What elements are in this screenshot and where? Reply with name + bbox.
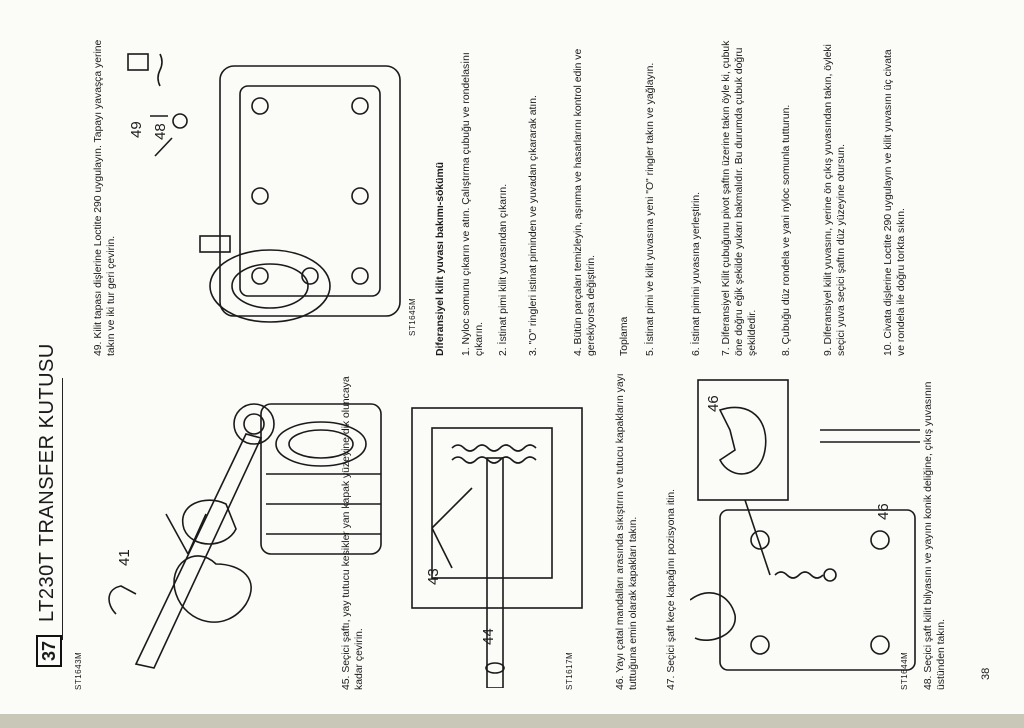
lock-ball (823, 568, 837, 582)
caption-st1645m: ST1645M (408, 297, 417, 336)
step-d2: 2. İstinat pimi kilit yuvasından çıkarın… (498, 183, 509, 356)
housing (719, 509, 916, 671)
footer-page-number: 38 (980, 667, 992, 680)
hand-lower (181, 499, 237, 545)
step-48: 48. Seçici şaft kilit bilyasını ve yayın… (923, 381, 947, 690)
housing-flange-inner (288, 429, 354, 459)
step-d6: 6. İstinat pimini yuvasına yerleştirin. (691, 191, 702, 356)
spring (451, 444, 537, 452)
step-d3: 3. "O" ringleri istinat piminden ve yuva… (528, 95, 539, 356)
callout-46-inset: 46 (705, 395, 722, 412)
page-title: LT230T TRANSFER KUTUSU (36, 343, 58, 622)
step-49: 49. Kilit tapası dişlerine Loctite 290 u… (93, 39, 117, 356)
figure-st1617-selector-shaft (411, 407, 583, 688)
inset-ring (718, 406, 767, 475)
figure-st1645-housing (127, 53, 401, 323)
step-46: 46. Yayı çatal mandalları arasında sıkış… (615, 373, 639, 690)
callout-48: 48 (152, 123, 169, 140)
callout-44: 44 (480, 628, 497, 645)
step-47: 47. Seçici şaft keçe kapağını pozisyona … (666, 489, 677, 690)
output-flange (209, 249, 331, 323)
callout-49: 49 (128, 121, 145, 138)
selector-shaft (486, 457, 504, 688)
fingers (690, 591, 736, 642)
page-number-box: 37 (36, 634, 62, 667)
plug-spring (157, 53, 163, 87)
step-d9: 9. Diferansiyel kilit yuvasını, yerine ö… (823, 44, 847, 356)
step-d8: 8. Çubuğu düz rondela ve yani nyloc somu… (781, 104, 792, 356)
lock-spring (774, 571, 824, 579)
section-diff-lock: Diferansiyel kilit yuvası bakımı-sökümü (434, 36, 459, 356)
side-cover-recess (411, 407, 583, 609)
caption-st1617m: ST1617M (565, 651, 574, 690)
callout-43: 43 (425, 568, 442, 585)
detent-ball (172, 113, 188, 129)
callout-46-main: 46 (875, 503, 892, 520)
section-title: Diferansiyel kilit yuvası bakımı-sökümü (435, 161, 446, 356)
figure-st1643-wrench (108, 403, 382, 669)
housing-body (260, 403, 382, 555)
scan-edge (0, 714, 1024, 728)
wrench-handle (134, 433, 263, 669)
assembly-title: Toplama (619, 316, 630, 356)
housing-flange (275, 421, 367, 467)
hand-upper (173, 555, 252, 623)
step-d1: 1. Nyloc somunu çıkarın ve atın. Çalıştı… (461, 52, 485, 356)
step-45: 45. Seçici şaftı, yay tutucu kesikler ya… (341, 376, 365, 690)
step-d5: 5. İstinat pimi ve kilit yuvasına yeni "… (645, 62, 656, 356)
figure-st1644-ball-spring (690, 379, 920, 671)
lock-plug (127, 53, 149, 71)
caption-st1643m: ST1643M (74, 651, 83, 690)
shaft-stub (199, 235, 231, 253)
caption-st1644m: ST1644M (900, 651, 909, 690)
step-d7: 7. Diferansiyel Kilit çubuğunu pivot şaf… (721, 40, 758, 356)
inset-box (697, 379, 789, 501)
callout-41: 41 (116, 549, 133, 566)
cover-plate (219, 65, 401, 317)
wrench-head (233, 403, 275, 445)
step-d10: 10. Civata dişlerine Loctite 290 uygulay… (883, 49, 907, 356)
step-d4: 4. Bütün parçaları temizleyin, aşınma ve… (573, 48, 597, 356)
header-rule (62, 378, 63, 640)
